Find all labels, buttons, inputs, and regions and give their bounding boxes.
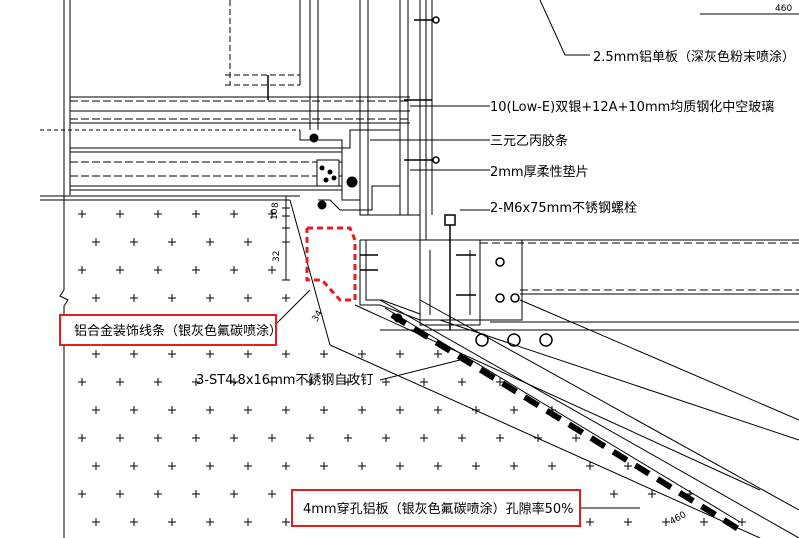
- perforated-panel-label-box: [291, 489, 581, 527]
- bolt-group: [267, 16, 553, 347]
- label-trim-strip: 铝合金装饰线条（银灰色氟碳喷涂）: [74, 323, 282, 339]
- label-screw: 3-ST4.8x16mm不锈钢自攻钉: [196, 373, 373, 388]
- panel-outline-line: [384, 307, 741, 523]
- dim-32: 32: [272, 251, 282, 262]
- trim-strip-label-box: [59, 314, 277, 346]
- dim-8: 8: [271, 202, 281, 208]
- label-bolt: 2-M6x75mm不锈钢螺栓: [490, 201, 637, 216]
- label-flexible-pad: 2mm厚柔性垫片: [490, 164, 589, 180]
- dim-10: 10: [270, 208, 280, 220]
- gasket-group: [309, 133, 403, 323]
- structure-lines: [40, 0, 799, 538]
- label-perforated-panel: 4mm穿孔铝板（银灰色氟碳喷涂）孔隙率50%: [303, 501, 574, 517]
- leader-lines: [274, 0, 640, 509]
- dim-top-right: 460: [775, 4, 792, 14]
- trim-strip-highlight: [305, 226, 357, 302]
- concrete-hatch-pattern: [78, 210, 746, 526]
- dimension-marks: [282, 13, 799, 281]
- label-glass: 10(Low-E)双银+12A+10mm均质钢化中空玻璃: [490, 100, 774, 115]
- label-epdm-strip: 三元乙丙胶条: [490, 133, 568, 149]
- perforated-panel-line: [390, 312, 742, 533]
- label-aluminum-panel: 2.5mm铝单板（深灰色粉末喷涂）: [593, 49, 795, 65]
- dim-bottom: 460: [668, 510, 688, 527]
